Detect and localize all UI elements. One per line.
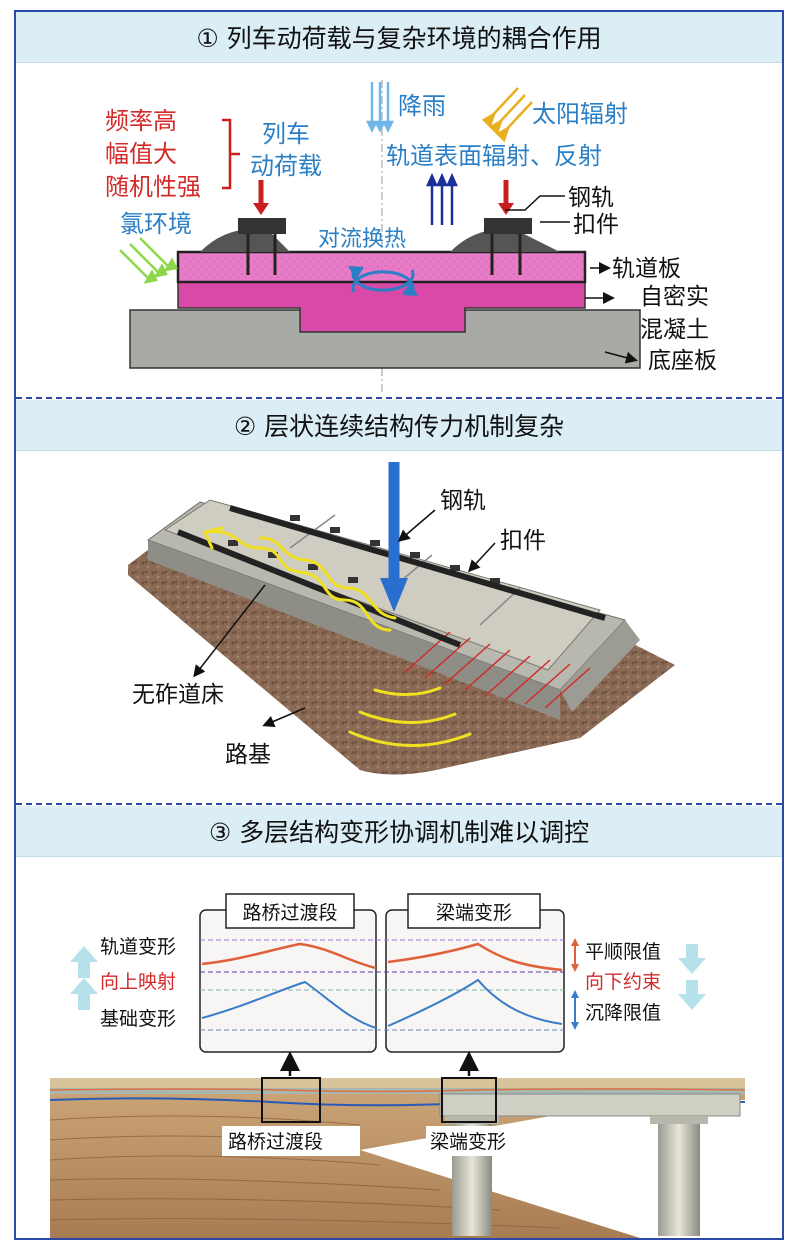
highlight-box-right (441, 1077, 497, 1123)
track-layer (50, 1078, 745, 1088)
panel-right-title: 梁端变形 (436, 902, 512, 924)
label-concrete: 混凝土 (640, 317, 709, 343)
bridge-deck (439, 1093, 741, 1117)
label-rail-1: 钢轨 (568, 185, 614, 211)
base-deformation-curve-right (387, 978, 563, 1027)
track-slab-shape (176, 250, 587, 284)
label-sun: 太阳辐射 (532, 100, 628, 128)
section3-diagram: 路桥过渡段 梁端变形 轨道变形 向上映射 基础变形 平顺限值 向下约束 沉降限 (49, 893, 746, 1238)
settle-limit-arrow (571, 990, 579, 1030)
rail-3d-right (229, 505, 606, 621)
down-arrows-icon (678, 944, 706, 1010)
panel-right-tab (407, 893, 541, 929)
bottom-label-left: 路桥过渡段 (228, 1131, 323, 1153)
section3-title: ③ 多层结构变形协调机制难以调控 (208, 818, 590, 847)
label-smooth-limit: 平顺限值 (585, 941, 661, 963)
label-self-compacting: 自密实 (640, 284, 709, 310)
label-down-constraint: 向下约束 (585, 971, 661, 993)
vibration-wave-icon (203, 526, 472, 747)
label-base-deform: 基础变形 (100, 1008, 176, 1030)
chloride-arrows-icon (119, 237, 178, 284)
track-deformation-curve-left (201, 942, 377, 970)
section1-title: ① 列车动荷载与复杂环境的耦合作用 (196, 24, 602, 53)
label-rain: 降雨 (398, 92, 446, 120)
label-chloride: 氯环境 (120, 210, 192, 238)
label-train: 列车 (262, 120, 310, 148)
rail-3d-left (176, 529, 462, 648)
load-arrow-left (253, 203, 269, 215)
divider-1 (16, 397, 782, 399)
label-strong-randomness: 随机性强 (105, 173, 201, 201)
rail-right-shape (450, 229, 560, 252)
label-high-frequency: 频率高 (105, 107, 177, 135)
label-ballastless: 无砟道床 (132, 682, 224, 708)
rail-left-shape (200, 229, 290, 252)
section3-header: ③ 多层结构变形协调机制难以调控 (16, 806, 782, 857)
label-fastener-2: 扣件 (500, 528, 546, 554)
highlight-box-left (261, 1077, 321, 1123)
label-subgrade: 路基 (225, 742, 271, 768)
red-bracket (222, 118, 240, 190)
up-arrows-icon (70, 946, 98, 1010)
label-track-slab: 轨道板 (612, 256, 681, 282)
base-deformation-curve-left (201, 980, 377, 1029)
section2-diagram: 钢轨 扣件 无砟道床 路基 (128, 462, 675, 775)
label-base-plate: 底座板 (648, 348, 717, 374)
load-arrow-right (498, 203, 514, 215)
track-deformation-curve-right (387, 942, 563, 972)
label-map-up: 向上映射 (100, 971, 176, 993)
label-surface-radiation: 轨道表面辐射、反射 (386, 142, 602, 170)
panel-left-title: 路桥过渡段 (242, 902, 337, 924)
section1-header: ① 列车动荷载与复杂环境的耦合作用 (16, 12, 782, 63)
fastener-left-shape (238, 218, 286, 234)
divider-2 (16, 803, 782, 805)
section1-diagram: 频率高 幅值大 随机性强 列车 动荷载 氯环境 降雨 太阳辐射 轨道表面辐射、反… (105, 80, 717, 392)
section2-header: ② 层状连续结构传力机制复杂 (16, 400, 782, 451)
self-compacting-layer-shape (177, 279, 586, 333)
label-large-amplitude: 幅值大 (105, 140, 177, 168)
panel-left-tab (225, 893, 355, 929)
ballastless-bed-side (148, 540, 560, 720)
label-settle-limit: 沉降限值 (585, 1002, 661, 1024)
convection-cycle-icon (351, 270, 415, 293)
label-track-deform: 轨道变形 (100, 936, 176, 958)
label-fastener-1: 扣件 (573, 212, 619, 238)
label-dynamic-load: 动荷载 (250, 152, 322, 180)
label-rail-2: 钢轨 (440, 488, 486, 514)
bottom-label-right-bg (426, 1126, 526, 1156)
surface-radiation-arrows-icon (426, 172, 458, 225)
section2-title: ② 层状连续结构传力机制复杂 (233, 412, 565, 441)
bottom-label-left-bg (222, 1126, 360, 1156)
pier-right (658, 1116, 700, 1236)
smooth-limit-arrow (571, 938, 579, 972)
panel-bridge-transition (199, 909, 377, 1053)
label-convection: 对流换热 (318, 227, 406, 252)
sun-arrows-icon (481, 87, 533, 143)
bottom-label-right: 梁端变形 (430, 1131, 506, 1153)
rain-arrows-icon (365, 82, 395, 133)
fastener-right-shape (484, 218, 532, 234)
